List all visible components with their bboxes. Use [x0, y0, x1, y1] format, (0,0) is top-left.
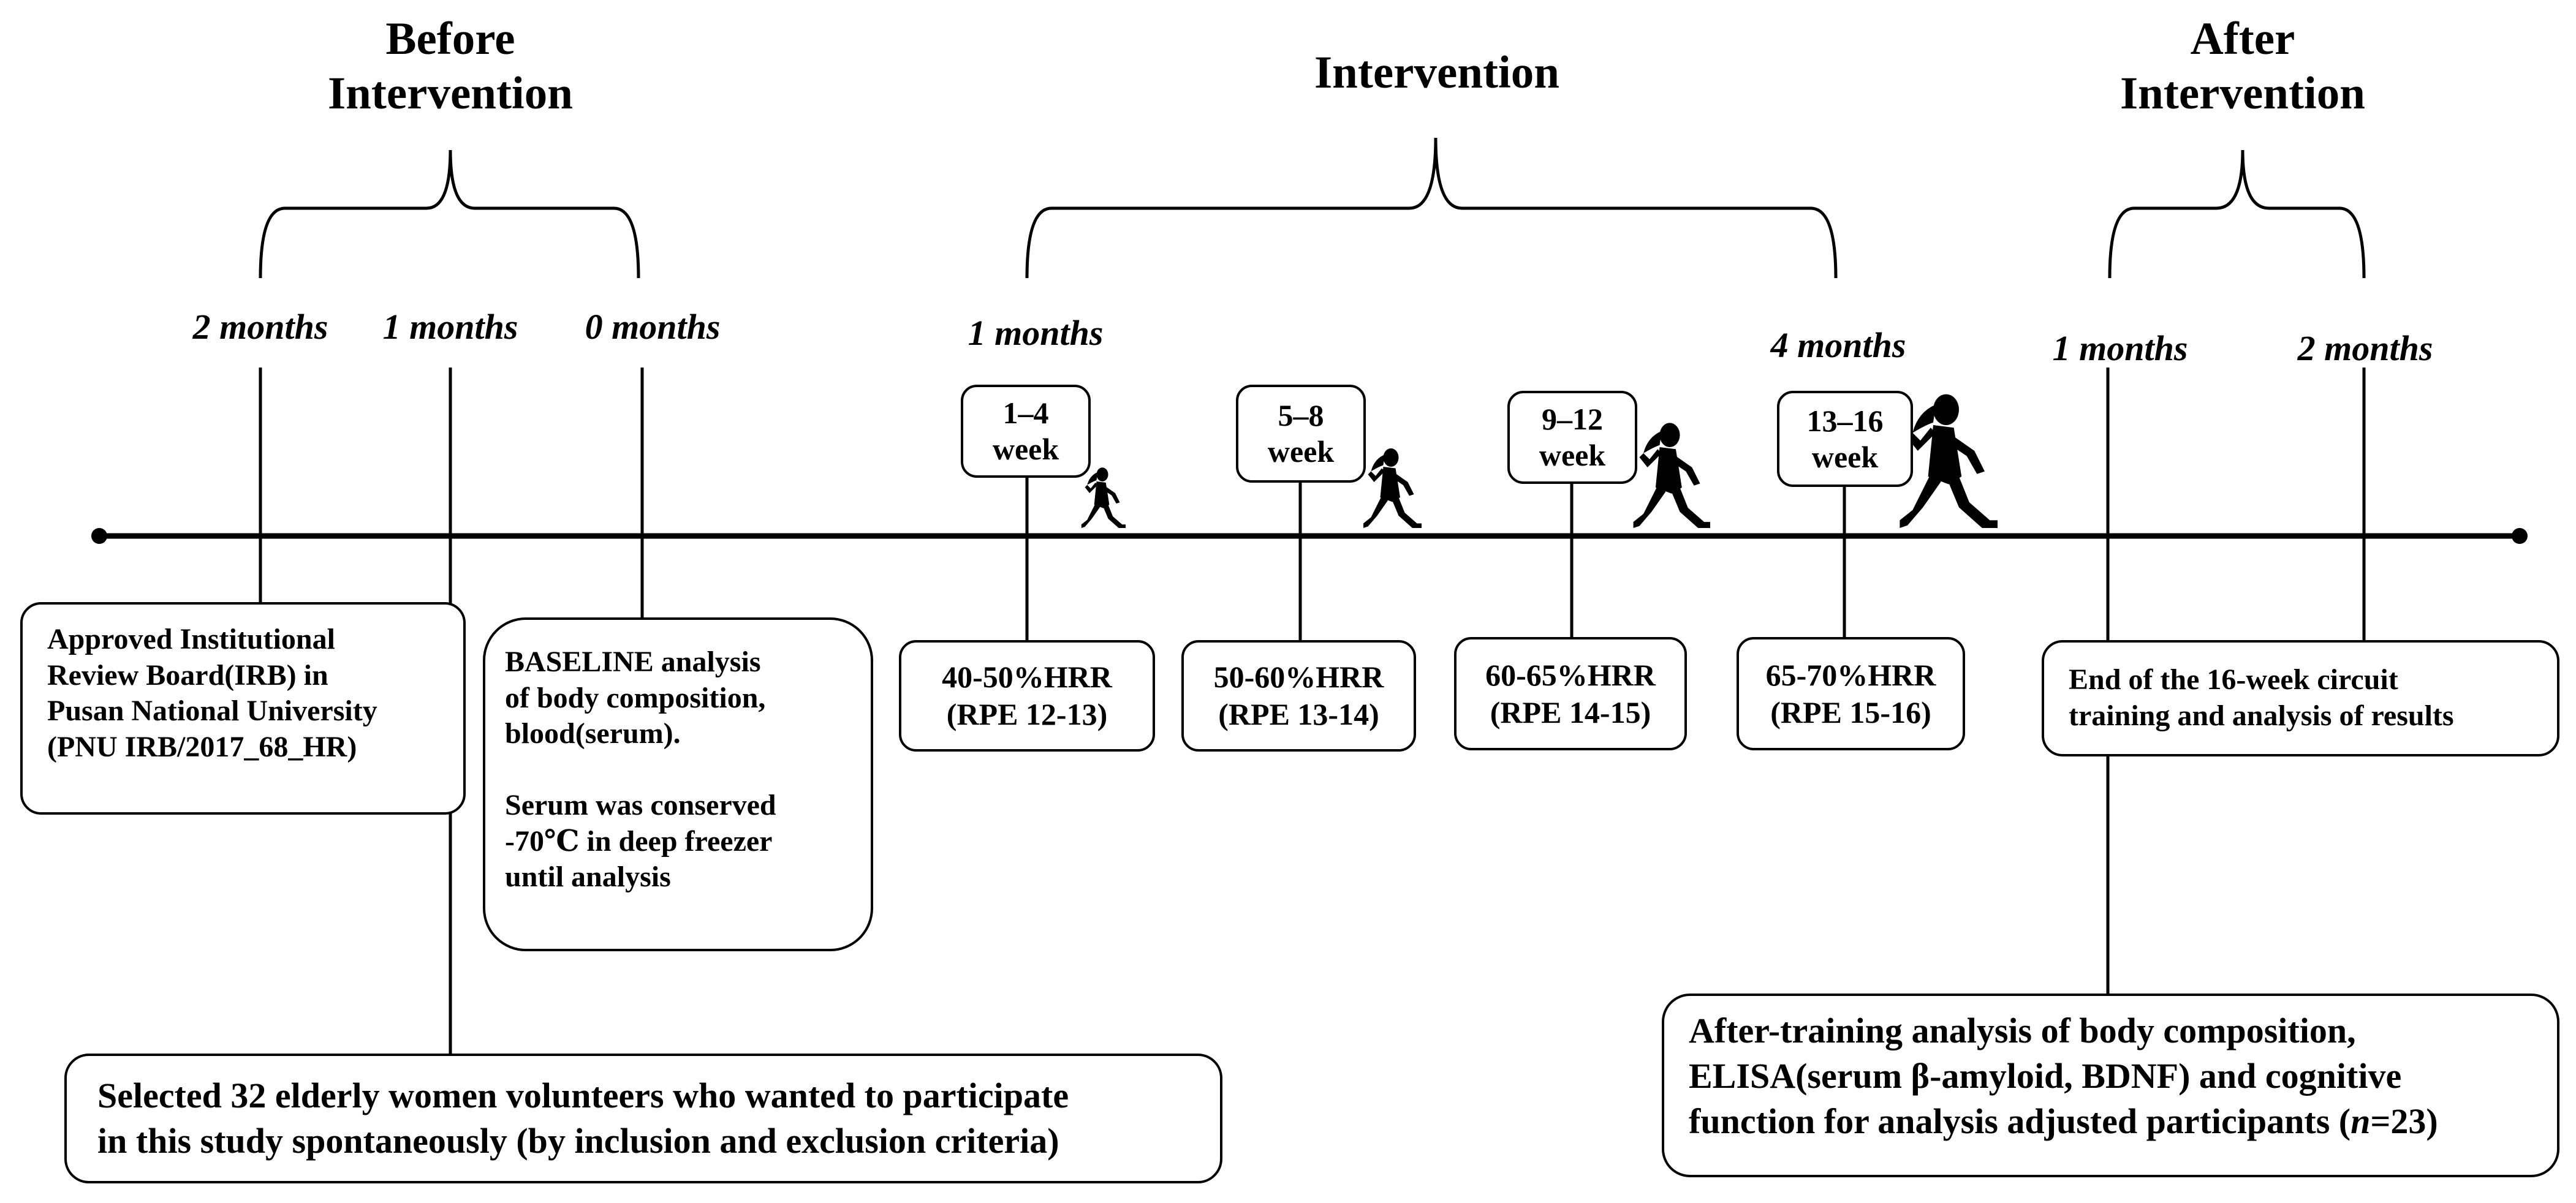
before-brace	[259, 149, 640, 279]
runner-icon	[1081, 467, 1126, 528]
baseline-analysis-box: BASELINE analysis of body composition, b…	[483, 617, 873, 951]
phase-before-title: Before Intervention	[328, 13, 573, 119]
runner-icon	[1633, 423, 1710, 528]
end-of-training-box: End of the 16-week circuit training and …	[2042, 640, 2559, 756]
intensity-box: 60-65%HRR (RPE 14-15)	[1454, 637, 1687, 750]
intensity-box: 40-50%HRR (RPE 12-13)	[899, 640, 1155, 752]
intensity-box: 65-70%HRR (RPE 15-16)	[1737, 637, 1965, 750]
timeline-start-dot	[91, 528, 107, 544]
month-label: 2 months	[192, 307, 328, 347]
irb-approval-box: Approved Institutional Review Board(IRB)…	[20, 602, 466, 815]
phase-intervention-title: Intervention	[1314, 47, 1559, 98]
week-box: 9–12 week	[1507, 391, 1637, 484]
month-label: 1 months	[968, 313, 1104, 353]
after-training-text: After-training analysis of body composit…	[1689, 1011, 2402, 1142]
timeline-end-dot	[2512, 528, 2528, 544]
intervention-brace	[1025, 137, 1838, 279]
runner-icon	[1363, 448, 1422, 528]
after-brace	[2108, 149, 2366, 279]
intensity-box: 50-60%HRR (RPE 13-14)	[1181, 640, 1416, 752]
after-training-count: =23)	[2370, 1101, 2438, 1142]
month-label: 1 months	[382, 307, 518, 347]
week-box: 13–16 week	[1777, 391, 1913, 487]
month-label: 1 months	[2052, 328, 2188, 368]
month-label: 2 months	[2297, 328, 2433, 368]
runner-icon	[1900, 394, 1998, 528]
month-label: 4 months	[1770, 325, 1906, 365]
month-label: 0 months	[585, 307, 721, 347]
volunteer-selection-box: Selected 32 elderly women volunteers who…	[64, 1054, 1222, 1183]
phase-after-title: After Intervention	[2120, 13, 2365, 119]
after-training-analysis-box: After-training analysis of body composit…	[1662, 994, 2559, 1177]
after-training-n: n	[2351, 1101, 2371, 1142]
week-box: 5–8 week	[1236, 385, 1366, 483]
week-box: 1–4 week	[961, 385, 1091, 478]
